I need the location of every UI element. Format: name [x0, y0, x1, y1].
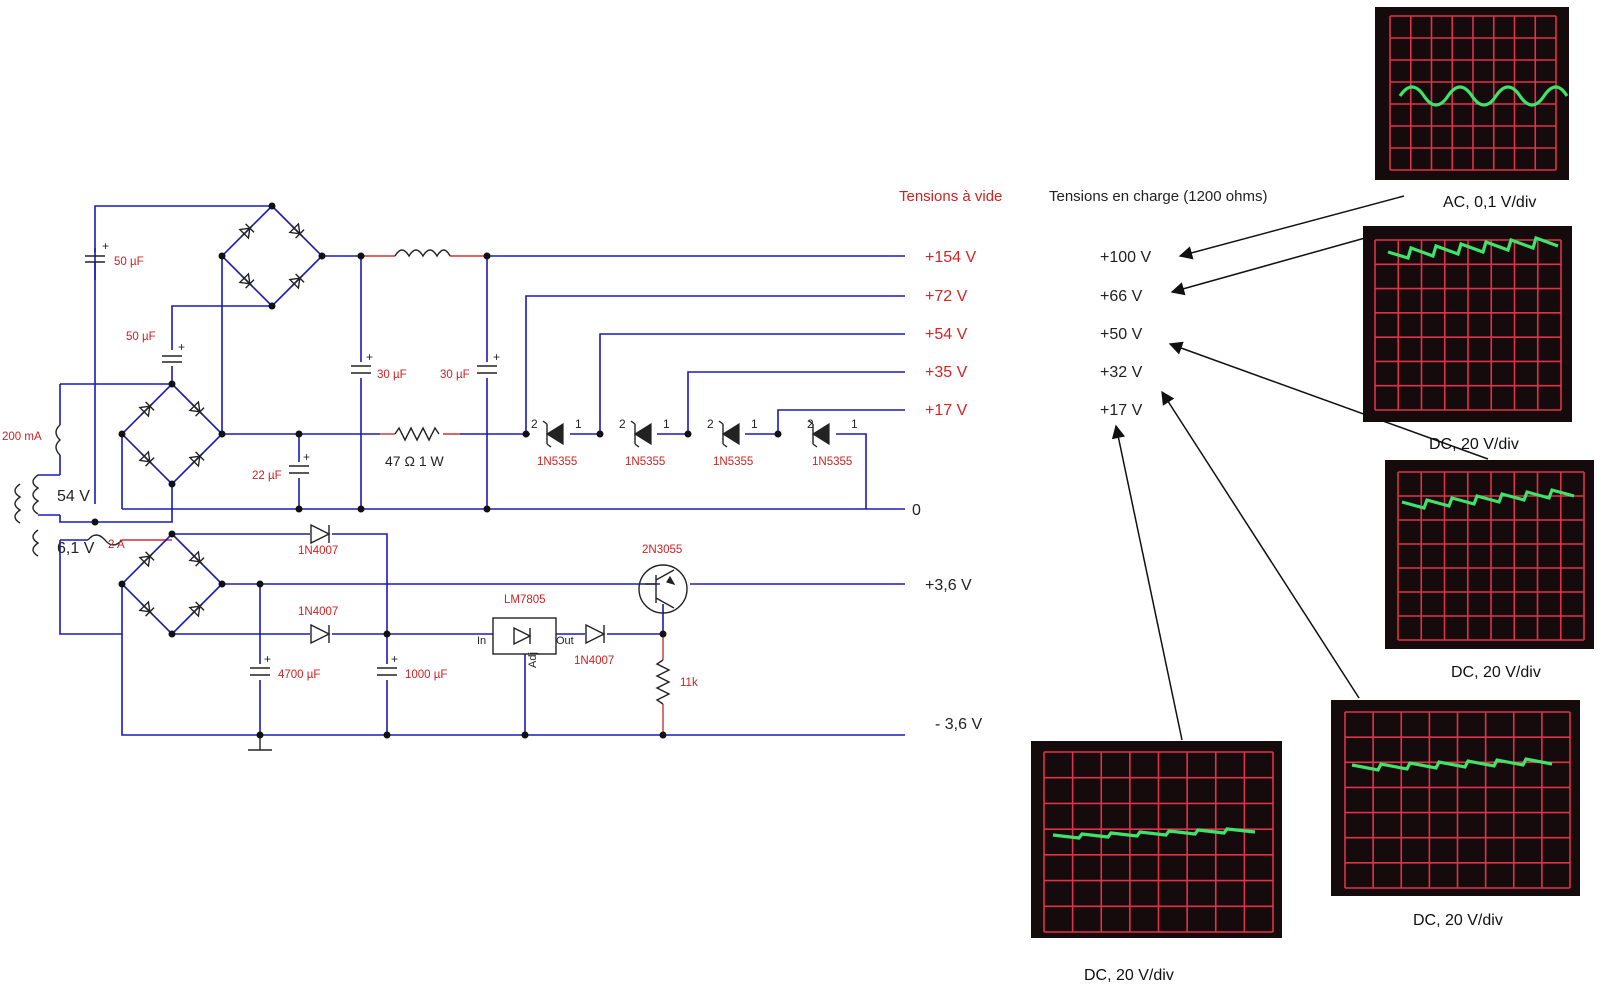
label-reg-adj: Adj [527, 652, 539, 668]
svg-text:+: + [264, 652, 271, 666]
svg-text:+: + [102, 239, 109, 253]
junction-dots [91, 202, 782, 739]
capacitor-symbols: + + + + + + + [85, 239, 500, 676]
svg-text:+: + [303, 450, 310, 464]
svg-text:2: 2 [531, 417, 538, 431]
bridge-diodes [138, 222, 305, 618]
svg-text:1: 1 [751, 417, 758, 431]
scope-caption: DC, 20 V/div [1429, 436, 1519, 453]
transistor-2n3055 [638, 564, 688, 614]
low-rail-label: +3,6 V [925, 577, 972, 594]
svg-text:1: 1 [575, 417, 582, 431]
scope-caption: DC, 20 V/div [1084, 967, 1174, 984]
header-load: Tensions en charge (1200 ohms) [1049, 188, 1267, 205]
scope-grids [1043, 15, 1585, 933]
label-r-11k: 11k [680, 677, 698, 689]
label-reg-out: Out [556, 635, 574, 647]
label-zener4: 1N5355 [812, 456, 852, 468]
load-voltage: +17 V [1100, 402, 1143, 419]
transformer [14, 424, 123, 557]
svg-text:1: 1 [663, 417, 670, 431]
label-zener2: 1N5355 [625, 456, 665, 468]
label-diode3: 1N4007 [574, 655, 614, 667]
load-voltage-labels: +100 V +66 V +50 V +32 V +17 V [1100, 249, 1151, 419]
svg-text:2: 2 [619, 417, 626, 431]
scope-caption: DC, 20 V/div [1413, 912, 1503, 929]
label-resistor: 47 Ω 1 W [385, 453, 444, 469]
no-load-voltage: +17 V [925, 402, 968, 419]
svg-text:2: 2 [807, 417, 814, 431]
load-voltage: +66 V [1100, 288, 1143, 305]
label-winding-lv: 6,1 V [57, 540, 95, 557]
label-c-small: 22 µF [252, 470, 282, 482]
svg-text:+: + [178, 340, 185, 354]
scope-graticule [1344, 711, 1571, 889]
scope-graticule [1043, 751, 1274, 933]
label-transistor: 2N3055 [642, 544, 682, 556]
no-load-voltage: +72 V [925, 288, 968, 305]
no-load-voltage-labels: +154 V +72 V +54 V +35 V +17 V 0 +3,6 V … [912, 249, 982, 733]
lv-wires [59, 532, 905, 736]
label-c-top: 50 µF [114, 256, 144, 268]
no-load-voltage: +154 V [925, 249, 976, 266]
label-fuse-hv: 200 mA [2, 431, 42, 443]
label-diode2: 1N4007 [298, 606, 338, 618]
lm7805-regulator [492, 617, 557, 655]
zener-diodes: 2 1 2 1 2 1 2 1 [531, 417, 858, 448]
zero-rail-label: 0 [912, 502, 921, 519]
svg-text:2: 2 [707, 417, 714, 431]
label-c-mid: 50 µF [126, 331, 156, 343]
scope-graticule [1389, 15, 1557, 171]
label-fuse-lv: 2 A [108, 539, 125, 551]
label-zener1: 1N5355 [537, 456, 577, 468]
low-rail-label: - 3,6 V [935, 716, 982, 733]
no-load-voltage: +35 V [925, 364, 968, 381]
scope-caption: AC, 0,1 V/div [1443, 194, 1536, 211]
label-c-big1: 4700 µF [278, 669, 320, 681]
no-load-voltage: +54 V [925, 326, 968, 343]
label-winding-hv: 54 V [57, 488, 90, 505]
label-c-filter1: 30 µF [377, 369, 407, 381]
label-reg-in: In [477, 635, 486, 647]
load-voltage: +100 V [1100, 249, 1151, 266]
load-voltage: +32 V [1100, 364, 1143, 381]
svg-text:+: + [493, 350, 500, 364]
label-regulator: LM7805 [504, 594, 546, 606]
svg-text:1: 1 [851, 417, 858, 431]
label-c-filter2: 30 µF [440, 369, 470, 381]
resistor-11k [655, 659, 671, 705]
scope-graticule [1374, 239, 1562, 411]
annotation-arrows [1111, 195, 1489, 741]
hv-wires [59, 204, 905, 523]
rectifier-diodes [310, 523, 606, 645]
label-diode1: 1N4007 [298, 545, 338, 557]
resistor-47-ohm [394, 426, 440, 442]
scope-caption: DC, 20 V/div [1451, 664, 1541, 681]
inductor [394, 249, 451, 258]
label-c-big2: 1000 µF [405, 669, 447, 681]
header-no-load: Tensions à vide [899, 188, 1002, 205]
load-voltage: +50 V [1100, 326, 1143, 343]
label-zener3: 1N5355 [713, 456, 753, 468]
svg-text:+: + [391, 652, 398, 666]
svg-text:+: + [366, 350, 373, 364]
component-labels: 50 µF 50 µF 200 mA 54 V 6,1 V 2 A 30 µF … [2, 256, 852, 689]
